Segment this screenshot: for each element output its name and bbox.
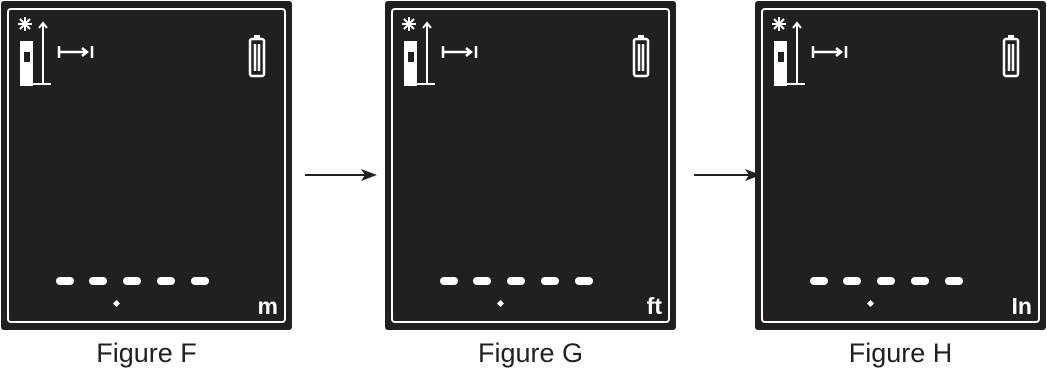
figure-caption: Figure F (96, 338, 197, 368)
laser-reference-point-icon (18, 17, 51, 86)
digit-dash (507, 277, 525, 285)
figure-caption: Figure G (477, 338, 584, 368)
decimal-point (866, 299, 875, 308)
digit-dash (575, 277, 593, 285)
decimal-point (496, 299, 505, 308)
digit-dash (89, 277, 107, 285)
digit-dash (157, 277, 175, 285)
decimal-point (112, 299, 121, 308)
distance-measure-icon (441, 46, 478, 58)
reading-placeholder-dashes (440, 277, 598, 286)
digit-dash (440, 277, 458, 285)
digit-dash (810, 277, 828, 285)
digit-dash (541, 277, 559, 285)
battery-icon (632, 35, 650, 78)
digit-dash (191, 277, 209, 285)
digit-dash (123, 277, 141, 285)
unit-label: ft (646, 293, 662, 319)
battery-icon (248, 35, 266, 78)
display-screen: ft (385, 1, 676, 330)
digit-dash (473, 277, 491, 285)
digit-dash (945, 277, 963, 285)
figure-caption: Figure H (848, 338, 953, 368)
distance-measure-icon (811, 46, 848, 58)
right-arrow-icon (305, 169, 377, 181)
figure-f: m Figure F (0, 0, 293, 378)
display-screen: m (1, 1, 292, 330)
figure-h: In Figure H (754, 0, 1047, 378)
digit-dash (877, 277, 895, 285)
figure-g: ft Figure G (384, 0, 677, 378)
distance-measure-icon (57, 46, 94, 58)
reading-placeholder-dashes (56, 277, 214, 286)
digit-dash (911, 277, 929, 285)
display-screen: In (755, 1, 1046, 330)
laser-reference-point-icon (772, 17, 805, 86)
battery-icon (1002, 35, 1020, 78)
unit-label: In (1011, 293, 1032, 319)
right-arrow-icon (694, 169, 761, 181)
digit-dash (56, 277, 74, 285)
reading-placeholder-dashes (810, 277, 968, 286)
unit-label: m (257, 293, 278, 319)
laser-reference-point-icon (402, 17, 435, 86)
digit-dash (843, 277, 861, 285)
